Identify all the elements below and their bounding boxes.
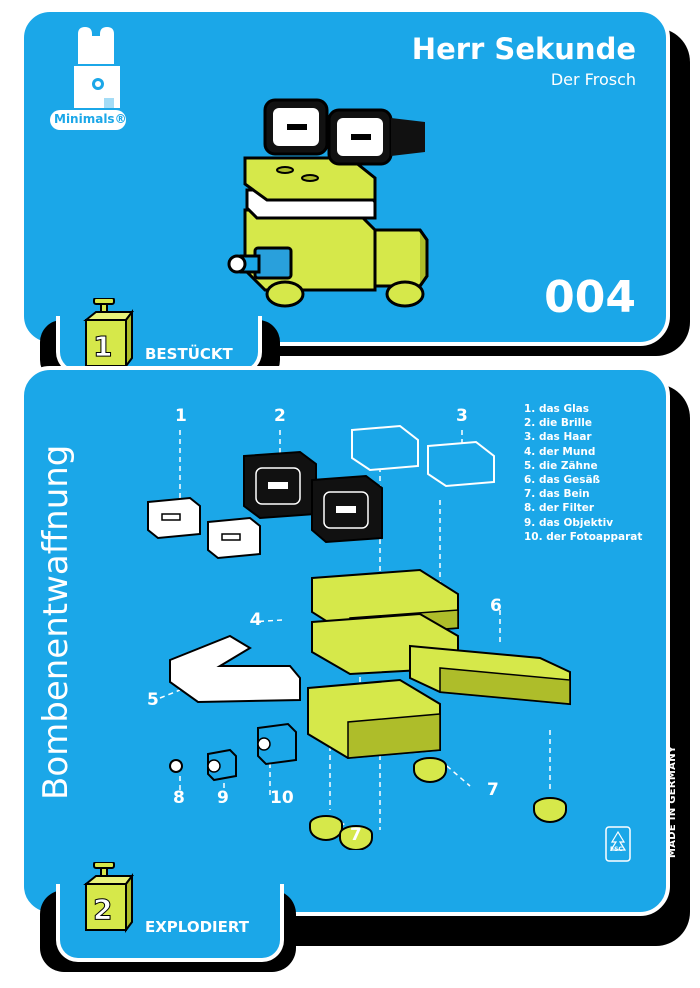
fsc-icon (605, 826, 631, 862)
assembled-frog-illustration (227, 98, 429, 308)
callout-2: 2 (274, 406, 286, 426)
legend-item: 10. der Fotoapparat (524, 530, 643, 543)
minimals-logo (50, 27, 126, 130)
tab2-number: 2 (92, 893, 113, 927)
callout-1: 1 (175, 406, 187, 426)
parts-legend: 1. das Glas 2. die Brille 3. das Haar 4.… (524, 402, 642, 544)
callout-6: 6 (490, 596, 502, 616)
product-subtitle: Der Frosch (550, 70, 636, 89)
detonator-box-icon (83, 298, 134, 369)
legend-item: 5. die Zähne (524, 459, 598, 472)
callout-5: 5 (147, 690, 159, 710)
made-in-germany: MADE IN GERMANY (667, 745, 678, 858)
callout-9: 9 (217, 788, 229, 808)
legend-item: 1. das Glas (524, 403, 590, 415)
vertical-title: Bombenentwaffnung (36, 444, 76, 800)
callout-7b: 7 (350, 825, 362, 845)
legend-item: 4. der Mund (524, 445, 596, 458)
detonator-box-icon (83, 862, 134, 933)
legend-item: 8. der Filter (524, 502, 595, 515)
fsc-label: FSC (610, 846, 623, 853)
legend-item: 6. das Gesäß (524, 474, 601, 487)
callout-10: 10 (270, 788, 294, 808)
tab2-label: EXPLODIERT (145, 918, 249, 936)
tab1-label: BESTÜCKT (145, 345, 233, 363)
legend-item: 3. das Haar (524, 431, 592, 444)
logo-text: Minimals® (54, 112, 127, 126)
callout-8: 8 (173, 788, 185, 808)
legend-item: 2. die Brille (524, 417, 592, 430)
product-number: 004 (544, 272, 636, 323)
legend-item: 9. das Objektiv (524, 516, 614, 529)
callout-4: 4 (250, 610, 262, 630)
callout-7a: 7 (487, 780, 499, 800)
tab1-number: 1 (92, 330, 113, 364)
exploded-frog-illustration (147, 424, 571, 850)
callout-3: 3 (456, 406, 468, 426)
product-title: Herr Sekunde (411, 32, 636, 66)
legend-item: 7. das Bein (524, 488, 590, 501)
